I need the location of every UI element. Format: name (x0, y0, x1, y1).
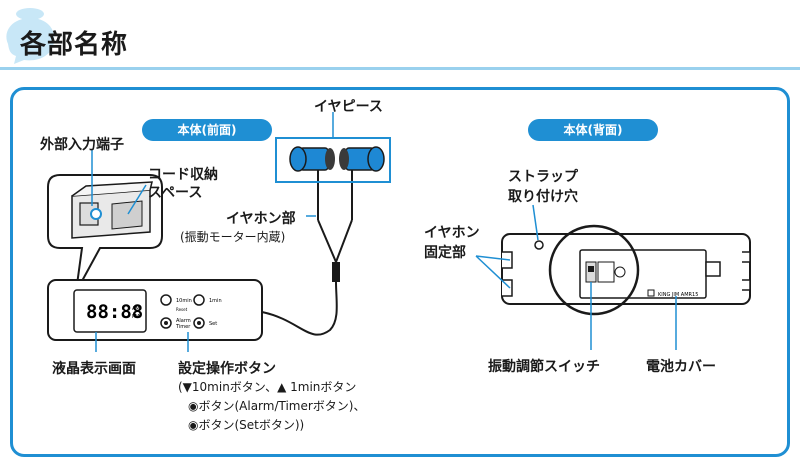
btn-10min-label: 10min (176, 298, 192, 304)
label-strap-2: 取り付け穴 (508, 189, 578, 205)
magnifier-circle (548, 224, 640, 316)
label-vibration-motor: (振動モーター内蔵) (180, 230, 286, 244)
earbud-right (339, 146, 385, 172)
speech-bubble-icon (6, 8, 55, 64)
label-lcd: 液晶表示画面 (52, 361, 136, 377)
brand-label: KING JIM AMR15 (658, 292, 698, 298)
label-settings-buttons: 設定操作ボタン (178, 361, 276, 377)
label-earphone-part: イヤホン部 (226, 211, 296, 227)
label-battery-cover: 電池カバー (646, 359, 716, 375)
label-external-input: 外部入力端子 (40, 137, 124, 153)
title-divider (0, 67, 800, 70)
pill-back: 本体(背面) (528, 119, 658, 141)
btn-1min-label: 1min (209, 298, 222, 304)
label-vibration-switch: 振動調節スイッチ (488, 359, 600, 375)
page-title: 各部名称 (20, 30, 129, 60)
btn-alarm-label: Alarm (176, 318, 191, 324)
strap-hole (534, 240, 544, 250)
btn-1min[interactable] (193, 294, 205, 306)
earphone-cord (261, 262, 338, 336)
label-earphone-fix-1: イヤホン (424, 225, 480, 241)
label-earphone-fix-2: 固定部 (424, 245, 466, 261)
device-side-zoom (71, 181, 153, 239)
label-cord-storage-1: コード収納 (148, 167, 218, 183)
label-strap-1: ストラップ (508, 169, 578, 185)
earbud-left (289, 146, 335, 172)
btn-timer-label: Timer (175, 324, 191, 330)
lcd-pm: PM (132, 314, 139, 320)
title-bar: 各部名称 (0, 0, 800, 70)
lcd-am: AM (132, 306, 140, 312)
pill-front: 本体(前面) (142, 119, 272, 141)
note-line-2: ◉ボタン(Alarm/Timerボタン)、 (188, 399, 366, 413)
lcd-time: 88:88 (86, 301, 143, 323)
btn-10min[interactable] (160, 294, 172, 306)
btn-set-label: Set (209, 321, 217, 327)
label-earpiece: イヤピース (314, 99, 383, 115)
note-line-3: ◉ボタン(Setボタン)) (188, 418, 305, 432)
label-cord-storage-2: スペース (148, 185, 203, 201)
reset-label: Reset (176, 307, 188, 312)
lcd-screen (73, 289, 147, 333)
diagram-panel (10, 87, 790, 457)
note-line-1: (▼10minボタン、▲ 1minボタン (178, 380, 357, 394)
